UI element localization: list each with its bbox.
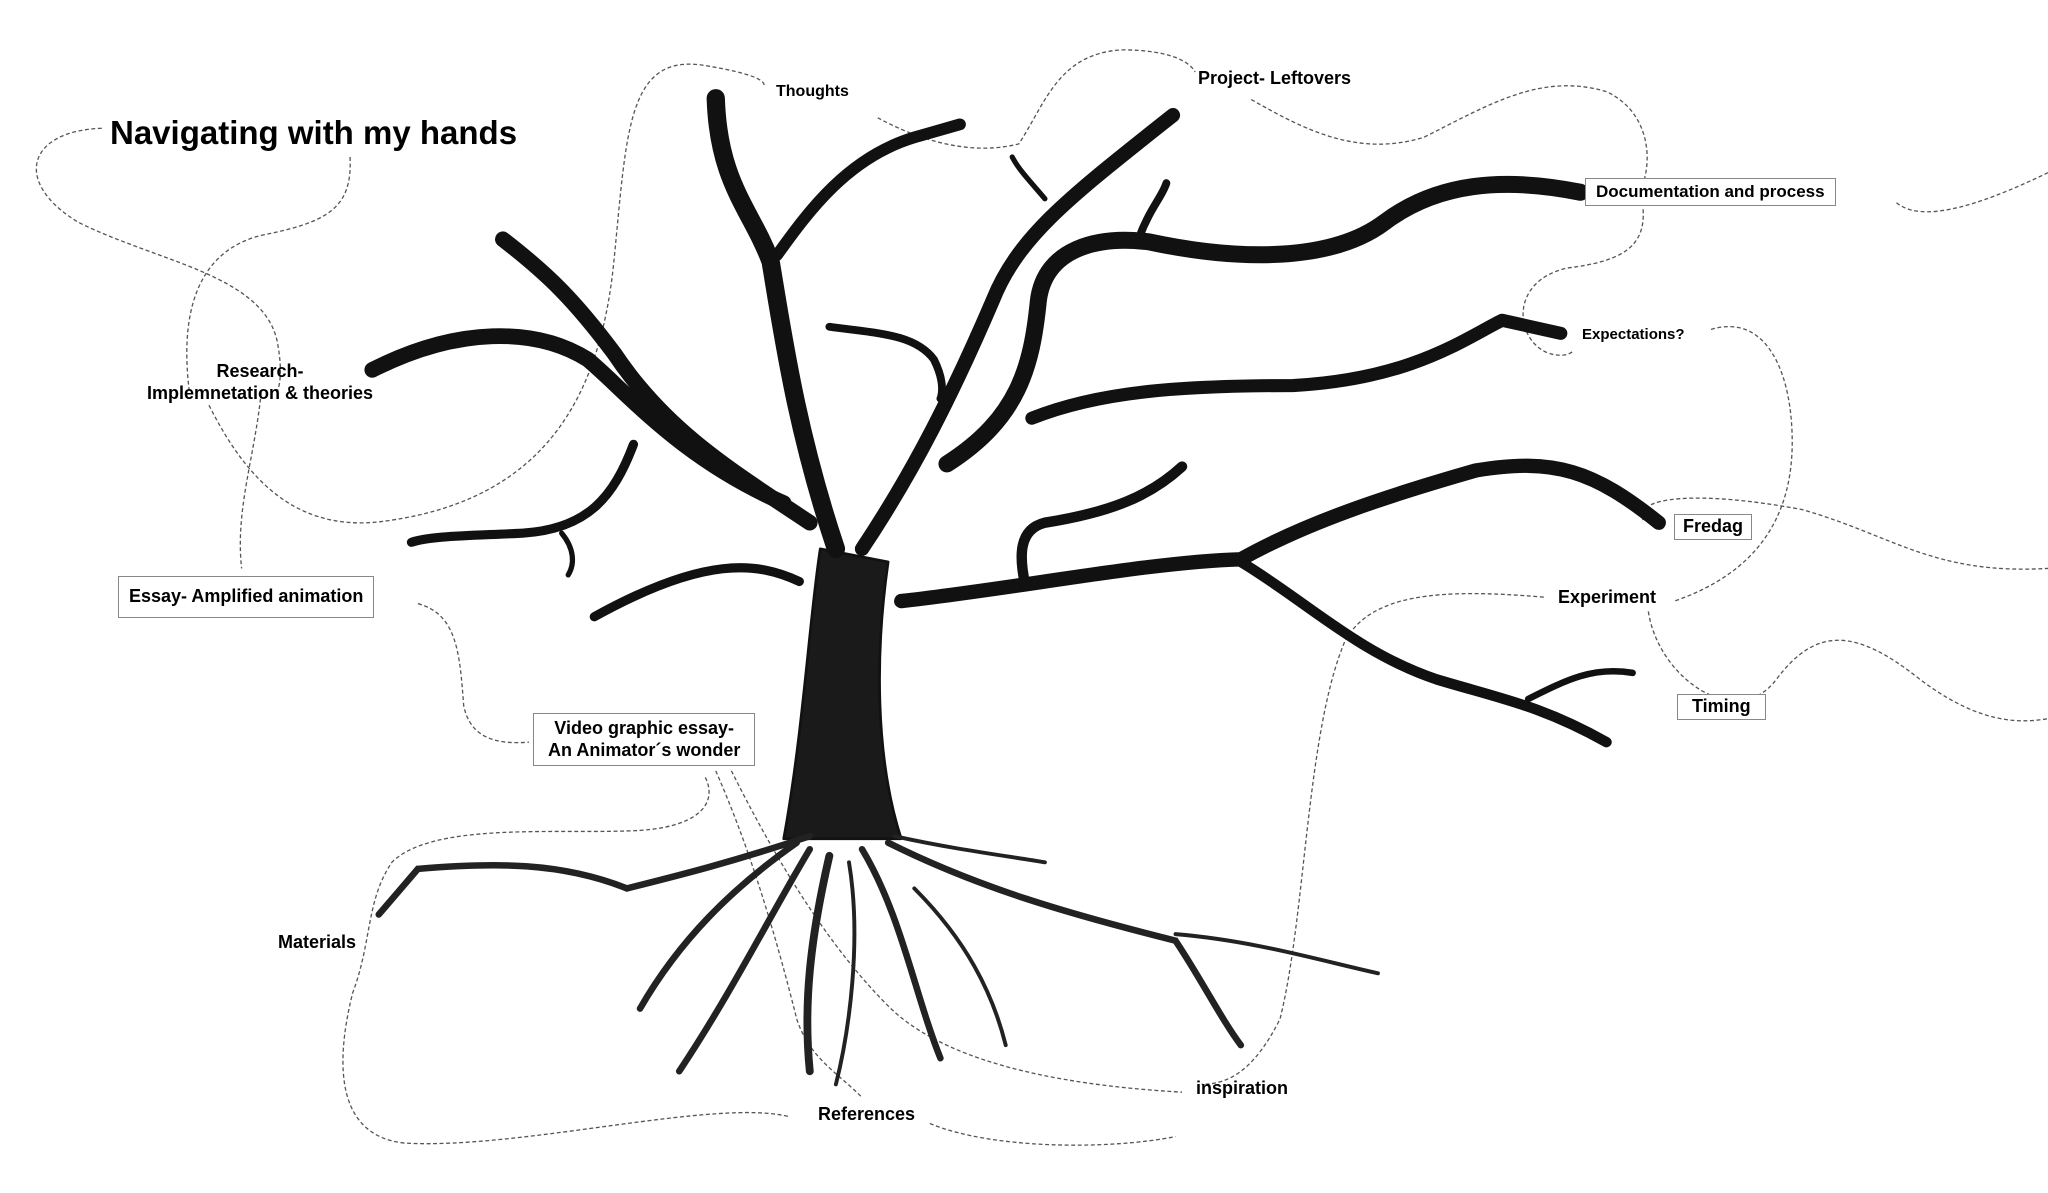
node-fredag[interactable]: Fredag: [1674, 514, 1753, 540]
video-line-1: Video graphic essay-: [554, 718, 735, 738]
node-references[interactable]: References: [818, 1104, 916, 1124]
node-inspiration[interactable]: inspiration: [1196, 1078, 1289, 1098]
video-line-2: An Animator´s wonder: [548, 739, 741, 760]
node-research[interactable]: Research- Implemnetation & theories: [128, 361, 392, 404]
node-materials[interactable]: Materials: [278, 932, 357, 952]
node-experiment[interactable]: Experiment: [1558, 587, 1657, 607]
node-timing[interactable]: Timing: [1677, 694, 1766, 720]
tree-branches: [364, 89, 1666, 841]
research-line-2: Implemnetation & theories: [146, 382, 374, 403]
tree-roots: [375, 832, 1380, 1087]
node-documentation-and-process[interactable]: Documentation and process: [1585, 178, 1836, 207]
page-title: Navigating with my hands: [110, 114, 518, 151]
node-thoughts[interactable]: Thoughts: [776, 83, 849, 100]
node-video-graphic-essay[interactable]: Video graphic essay- An Animator´s wonde…: [533, 713, 756, 767]
node-essay-amplified-animation[interactable]: Essay- Amplified animation: [118, 576, 375, 618]
node-expectations[interactable]: Expectations?: [1582, 326, 1685, 343]
node-project-leftovers[interactable]: Project- Leftovers: [1198, 68, 1352, 88]
research-line-1: Research-: [216, 361, 304, 381]
